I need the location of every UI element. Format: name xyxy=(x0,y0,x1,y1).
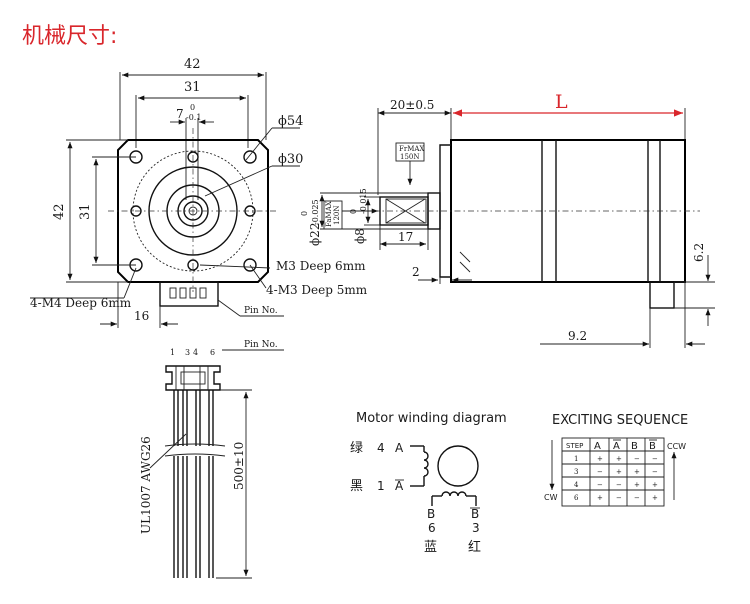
dim-31-left: 31 xyxy=(78,203,93,220)
dim-7-zero: 0 xyxy=(190,103,195,112)
cw-label: CW xyxy=(544,493,558,502)
seq-cell: + xyxy=(652,481,658,489)
page-title: 机械尺寸: xyxy=(22,24,118,49)
bbar-phase-label: B xyxy=(471,507,479,521)
seq-cell: + xyxy=(597,494,603,502)
col-b-bar: B xyxy=(649,441,656,452)
seq-cell: − xyxy=(634,494,640,502)
dim-16: 16 xyxy=(134,309,149,323)
cable-length: 500±10 xyxy=(232,442,246,490)
seq-cell: + xyxy=(597,455,603,463)
seq-cell: − xyxy=(616,481,622,489)
dim-9-2: 9.2 xyxy=(568,329,587,343)
cable-pin-no: Pin No. xyxy=(244,340,278,350)
seq-cell: + xyxy=(652,494,658,502)
dim-42-top: 42 xyxy=(184,57,201,72)
b-wire-number: 6 xyxy=(428,521,436,535)
dim-phi8-tol: -0.015 xyxy=(359,188,368,214)
seq-cell: + xyxy=(634,481,640,489)
bbar-wire-color: 红 xyxy=(468,539,481,555)
dim-7-main: 7 xyxy=(176,107,184,121)
col-b: B xyxy=(631,441,638,452)
seq-cell: − xyxy=(616,494,622,502)
dim-phi8-zero: 0 xyxy=(349,209,358,214)
sequence-table: EXCITING SEQUENCE STEP A A B B 1 + + − −… xyxy=(544,413,688,507)
dim-20: 20±0.5 xyxy=(390,98,434,112)
seq-cell: − xyxy=(652,468,658,476)
bbar-wire-number: 3 xyxy=(472,521,480,535)
b-wire-color: 蓝 xyxy=(424,540,437,555)
col-a-bar: A xyxy=(613,441,620,452)
seq-step: 4 xyxy=(574,481,579,489)
seq-step: 1 xyxy=(574,455,578,463)
seq-step: 6 xyxy=(574,494,579,502)
dim-42-left: 42 xyxy=(52,203,67,220)
green-wire-phase: A xyxy=(395,441,404,455)
winding-heading: Motor winding diagram xyxy=(356,411,507,426)
fa-max-value: 120N xyxy=(333,206,341,226)
black-wire-phase: A xyxy=(395,479,404,493)
dim-phi22: ϕ22 xyxy=(308,223,322,246)
side-view: 20±0.5 L FrMAX 150N FaMAX 120N xyxy=(300,91,715,348)
black-wire-label: 黑 xyxy=(350,479,363,494)
seq-step: 3 xyxy=(574,468,578,476)
seq-cell: − xyxy=(597,468,603,476)
label-4m3-deep-5: 4-M3 Deep 5mm xyxy=(266,283,368,297)
seq-cell: − xyxy=(597,481,603,489)
dim-L: L xyxy=(555,91,568,113)
dim-6-2: 6.2 xyxy=(692,243,706,262)
b-phase-label: B xyxy=(427,507,435,521)
pin-6: 6 xyxy=(210,348,215,357)
dim-17: 17 xyxy=(398,230,413,244)
dim-phi54: ϕ54 xyxy=(278,114,303,129)
pin-no-label: Pin No. xyxy=(244,306,278,316)
sequence-heading: EXCITING SEQUENCE xyxy=(552,413,688,428)
seq-cell: + xyxy=(616,468,622,476)
dim-31-top: 31 xyxy=(184,80,201,95)
fr-max: FrMAX xyxy=(399,145,424,153)
seq-cell: − xyxy=(652,455,658,463)
dim-phi22-zero: 0 xyxy=(300,211,309,216)
fa-max: FaMAX xyxy=(325,201,333,227)
seq-cell: + xyxy=(616,455,622,463)
dim-phi30: ϕ30 xyxy=(278,152,303,167)
dim-7-tol: -0.1 xyxy=(186,113,201,122)
pin-1: 1 xyxy=(170,348,175,357)
dim-2: 2 xyxy=(412,265,420,279)
col-step: STEP xyxy=(566,442,583,450)
label-m3-deep-6: M3 Deep 6mm xyxy=(276,259,366,273)
seq-cell: − xyxy=(634,455,640,463)
pin-3: 3 xyxy=(185,348,190,357)
green-wire-label: 绿 xyxy=(350,441,363,456)
fr-max-value: 150N xyxy=(400,153,420,161)
front-view: 42 31 7 0 -0.1 xyxy=(30,57,368,328)
green-wire-number: 4 xyxy=(377,441,385,455)
black-wire-number: 1 xyxy=(377,479,385,493)
cable-awg: UL1007 AWG26 xyxy=(139,436,153,534)
cable-view: 1 3 4 6 Pin No. UL1007 AWG26 500±10 xyxy=(139,340,284,579)
col-a: A xyxy=(594,441,601,452)
ccw-label: CCW xyxy=(667,442,686,451)
dim-phi22-tol: -0.025 xyxy=(311,199,320,225)
pin-4: 4 xyxy=(193,348,198,357)
seq-cell: + xyxy=(634,468,640,476)
winding-diagram: Motor winding diagram 绿 4 A 黑 1 A B 6 蓝 … xyxy=(350,411,507,555)
label-4m4-deep-6: 4-M4 Deep 6mm xyxy=(30,296,132,310)
dim-phi8: ϕ8 xyxy=(353,228,367,244)
